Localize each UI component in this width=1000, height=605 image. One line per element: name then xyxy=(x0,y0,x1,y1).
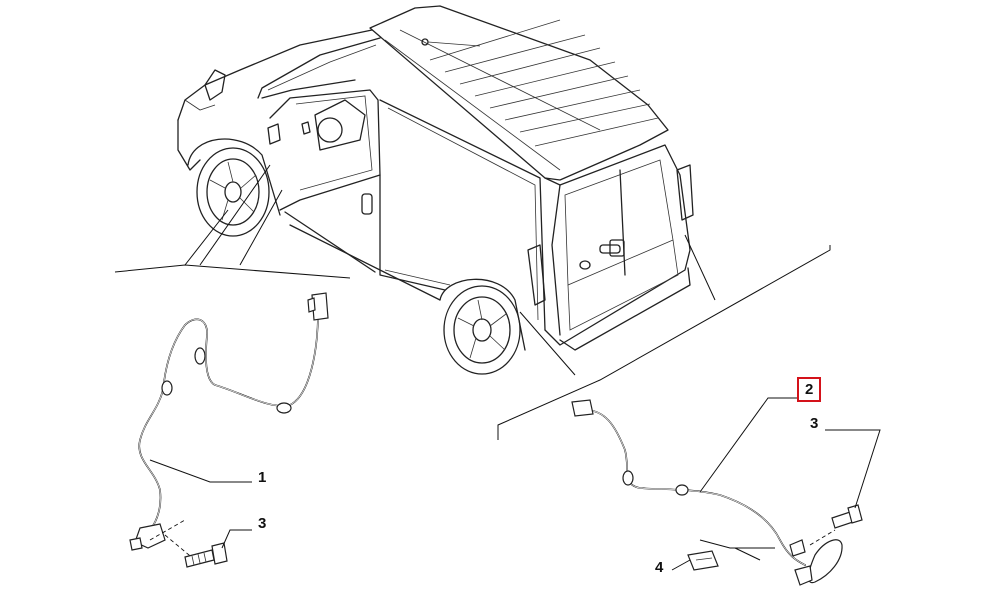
left-sensor-cable xyxy=(129,292,329,561)
callout-3-right: 3 xyxy=(810,415,819,432)
wheel-leader-lines xyxy=(114,164,831,440)
callout-2-highlighted: 2 xyxy=(797,377,822,402)
callout-3-left: 3 xyxy=(258,515,267,532)
right-sensor-cable xyxy=(571,397,843,586)
bracket-part xyxy=(671,539,775,571)
callout-1: 1 xyxy=(258,469,267,486)
right-screw xyxy=(825,429,881,529)
van-illustration xyxy=(177,5,694,375)
callout-4: 4 xyxy=(655,559,664,576)
left-screw xyxy=(184,529,252,568)
